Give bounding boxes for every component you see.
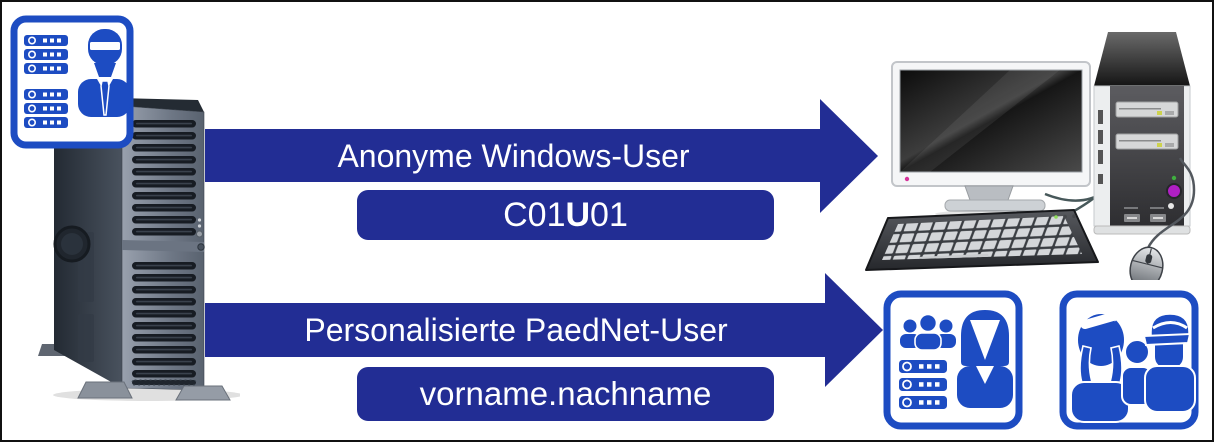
flow-arrow-anonymous-head (820, 99, 878, 213)
account-personalized-prefix: vorname.nachname (419, 375, 712, 412)
desktop-computer-image (865, 32, 1196, 280)
server-stack-icon (899, 360, 947, 409)
monitor-icon (891, 61, 1091, 218)
users-group-icon (900, 313, 956, 351)
server-tower-image (38, 98, 240, 401)
keyboard-icon (865, 209, 1099, 271)
teacher-badge (883, 290, 1023, 430)
flow-label-anonymous: Anonyme Windows-User (337, 137, 690, 174)
account-anonymous-bold-part: U (565, 195, 591, 234)
flow-arrow-anonymous-shaft (205, 129, 822, 182)
mouse-cable (1146, 157, 1196, 249)
admin-server-badge (10, 15, 134, 149)
flow-label-personalized: Personalisierte PaedNet-User (304, 312, 728, 348)
pupils-badge (1059, 290, 1199, 430)
account-box-personalized: vorname.nachname (357, 367, 774, 421)
pupil-boy-icon (1142, 313, 1196, 413)
flow-arrow-personalized-head (825, 273, 883, 387)
flow-arrow-personalized-shaft (205, 303, 827, 357)
admin-user-icon (78, 29, 130, 117)
pupil-girl-icon (1070, 312, 1130, 423)
computer-tower-icon (1093, 32, 1191, 235)
mouse-icon (1129, 246, 1164, 280)
account-anonymous-suffix: 01 (590, 195, 628, 234)
account-anonymous-prefix: C01 (503, 195, 566, 234)
teacher-icon (957, 310, 1013, 408)
server-stack-icon (24, 35, 68, 128)
